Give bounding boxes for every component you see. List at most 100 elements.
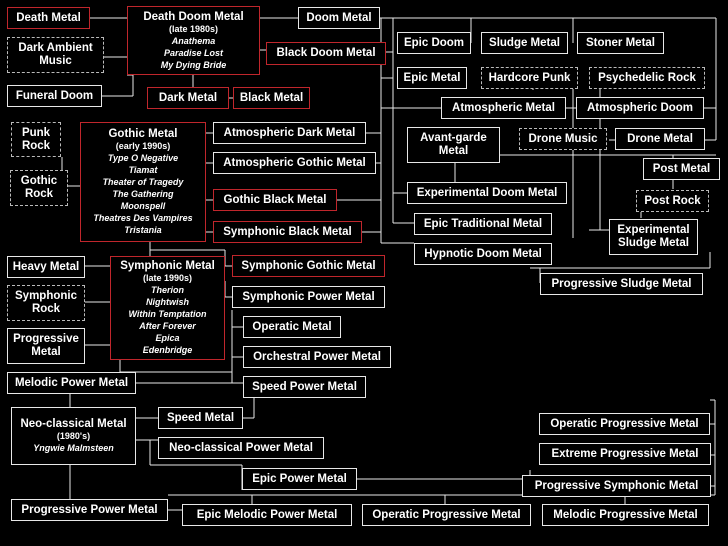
node-speed-power-metal: Speed Power Metal	[243, 376, 366, 398]
node-stoner-metal: Stoner Metal	[577, 32, 664, 54]
node-period: (late 1990s)	[142, 273, 193, 283]
node-label: Epic Metal	[403, 71, 461, 84]
node-band: Within Temptation	[128, 309, 207, 319]
node-band: Moonspell	[120, 201, 166, 211]
node-label: Funeral Doom	[15, 89, 94, 102]
node-progressive-power-metal: Progressive Power Metal	[11, 499, 168, 521]
node-progressive-sludge-metal: Progressive Sludge Metal	[540, 273, 703, 295]
node-band: My Dying Bride	[160, 59, 227, 70]
node-progressive-symphonic-metal: Progressive Symphonic Metal	[522, 475, 711, 497]
node-band: Yngwie Malmsteen	[33, 443, 114, 453]
node-label: Symphonic Black Metal	[223, 225, 352, 238]
node-label: Post Metal	[652, 162, 711, 175]
node-label: Atmospheric Gothic Metal	[223, 156, 366, 169]
node-band: Therion	[151, 285, 184, 295]
node-gothic-black-metal: Gothic Black Metal	[213, 189, 337, 211]
node-label: Atmospheric Dark Metal	[223, 126, 356, 139]
node-epic-doom: Epic Doom	[397, 32, 471, 54]
node-band: Theatres Des Vampires	[93, 213, 193, 223]
node-label: Doom Metal	[306, 11, 372, 24]
node-label: Epic Doom	[403, 36, 465, 49]
node-label: Progressive Metal	[13, 333, 79, 358]
node-band: Tiamat	[128, 165, 158, 175]
node-hypnotic-doom-metal: Hypnotic Doom Metal	[414, 243, 552, 265]
node-symphonic-metal: Symphonic Metal (late 1990s) Therion Nig…	[110, 256, 225, 360]
node-label: Orchestral Power Metal	[253, 350, 381, 363]
node-epic-melodic-power-metal: Epic Melodic Power Metal	[182, 504, 352, 526]
node-label: Gothic Metal	[108, 128, 178, 140]
node-label: Death Metal	[16, 11, 81, 24]
node-label: Heavy Metal	[12, 260, 80, 273]
node-label: Melodic Power Metal	[14, 376, 129, 389]
node-death-metal: Death Metal	[7, 7, 90, 29]
node-label: Sludge Metal	[489, 36, 560, 49]
node-epic-traditional-metal: Epic Traditional Metal	[414, 213, 552, 235]
node-label: Symphonic Gothic Metal	[241, 259, 376, 272]
node-band: Epica	[155, 333, 180, 343]
node-period: (1980's)	[56, 431, 91, 441]
node-band: Anathema	[171, 35, 216, 46]
node-label: Death Doom Metal	[143, 10, 244, 23]
node-operatic-metal: Operatic Metal	[243, 316, 341, 338]
node-label: Avant-garde Metal	[420, 132, 487, 157]
node-label: Dark Ambient Music	[18, 42, 93, 67]
node-experimental-doom-metal: Experimental Doom Metal	[407, 182, 567, 204]
node-label: Extreme Progressive Metal	[551, 447, 699, 460]
node-doom-metal: Doom Metal	[298, 7, 380, 29]
node-band: The Gathering	[112, 189, 174, 199]
node-label: Speed Metal	[166, 411, 235, 424]
node-drone-metal: Drone Metal	[615, 128, 705, 150]
node-punk-rock: Punk Rock	[11, 122, 61, 157]
node-operatic-progressive-metal-bottom: Operatic Progressive Metal	[362, 504, 531, 526]
node-label: Neo-classical Metal	[20, 418, 127, 430]
node-progressive-metal: Progressive Metal	[7, 328, 85, 364]
node-label: Progressive Symphonic Metal	[534, 479, 699, 492]
node-neo-classical-metal: Neo-classical Metal (1980's) Yngwie Malm…	[11, 407, 136, 465]
node-death-doom-metal: Death Doom Metal (late 1980s) Anathema P…	[127, 6, 260, 75]
node-label: Symphonic Metal	[120, 260, 215, 272]
node-epic-metal: Epic Metal	[397, 67, 467, 89]
node-band: Tristania	[124, 225, 162, 235]
node-band: Edenbridge	[142, 345, 193, 355]
node-post-rock: Post Rock	[636, 190, 709, 212]
node-label: Drone Music	[528, 132, 598, 145]
node-dark-metal: Dark Metal	[147, 87, 229, 109]
node-label: Hardcore Punk	[488, 71, 571, 84]
node-symphonic-gothic-metal: Symphonic Gothic Metal	[232, 255, 385, 277]
node-label: Atmospheric Doom	[586, 101, 694, 114]
node-experimental-sludge-metal: Experimental Sludge Metal	[609, 219, 698, 255]
node-label: Punk Rock	[21, 126, 51, 152]
node-band: Paradise Lost	[163, 47, 224, 58]
node-band: Type O Negative	[107, 153, 179, 163]
node-psychedelic-rock: Psychedelic Rock	[589, 67, 705, 89]
node-orchestral-power-metal: Orchestral Power Metal	[243, 346, 391, 368]
node-atmospheric-doom: Atmospheric Doom	[576, 97, 704, 119]
node-label: Symphonic Rock	[15, 290, 77, 315]
node-label: Experimental Doom Metal	[416, 186, 558, 199]
node-neo-classical-power-metal: Neo-classical Power Metal	[158, 437, 324, 459]
node-label: Operatic Progressive Metal	[372, 508, 521, 521]
node-sludge-metal: Sludge Metal	[481, 32, 568, 54]
node-label: Operatic Progressive Metal	[550, 417, 699, 430]
node-band: After Forever	[139, 321, 196, 331]
node-label: Drone Metal	[627, 132, 693, 145]
node-label: Progressive Power Metal	[21, 503, 158, 516]
node-extreme-progressive-metal: Extreme Progressive Metal	[539, 443, 711, 465]
node-label: Gothic Rock	[20, 175, 58, 200]
node-symphonic-power-metal: Symphonic Power Metal	[232, 286, 385, 308]
node-atmospheric-metal: Atmospheric Metal	[441, 97, 566, 119]
node-symphonic-rock: Symphonic Rock	[7, 285, 85, 321]
node-label: Epic Traditional Metal	[423, 217, 543, 230]
node-speed-metal: Speed Metal	[158, 407, 243, 429]
node-black-metal: Black Metal	[233, 87, 310, 109]
node-label: Epic Melodic Power Metal	[196, 508, 338, 521]
node-band: Nightwish	[146, 297, 189, 307]
node-dark-ambient-music: Dark Ambient Music	[7, 37, 104, 73]
node-gothic-rock: Gothic Rock	[10, 170, 68, 206]
node-heavy-metal: Heavy Metal	[7, 256, 85, 278]
node-band: Theater of Tragedy	[102, 177, 184, 187]
node-label: Melodic Progressive Metal	[553, 508, 698, 521]
node-hardcore-punk: Hardcore Punk	[481, 67, 578, 89]
node-avant-garde-metal: Avant-garde Metal	[407, 127, 500, 163]
node-label: Stoner Metal	[585, 36, 655, 49]
